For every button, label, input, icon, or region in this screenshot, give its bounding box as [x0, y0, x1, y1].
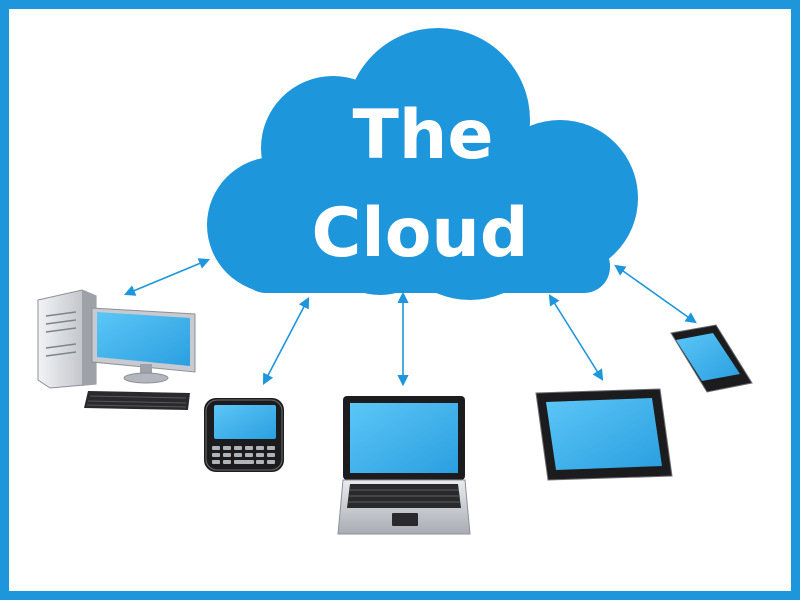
cloud-title-line2: Cloud [311, 194, 528, 273]
arrow-smartphone [614, 264, 697, 324]
arrow-smartphone-keyboard [262, 297, 310, 385]
tablet-icon [535, 388, 673, 481]
arrow-tablet [548, 294, 604, 381]
smartphone-icon [670, 324, 753, 393]
arrow-desktop [123, 258, 211, 296]
desktop-computer-icon [37, 289, 196, 410]
smartphone-keyboard-icon [204, 398, 284, 472]
cloud-shape [207, 28, 638, 300]
cloud-title-line1: The [353, 96, 494, 175]
laptop-icon [337, 396, 471, 535]
